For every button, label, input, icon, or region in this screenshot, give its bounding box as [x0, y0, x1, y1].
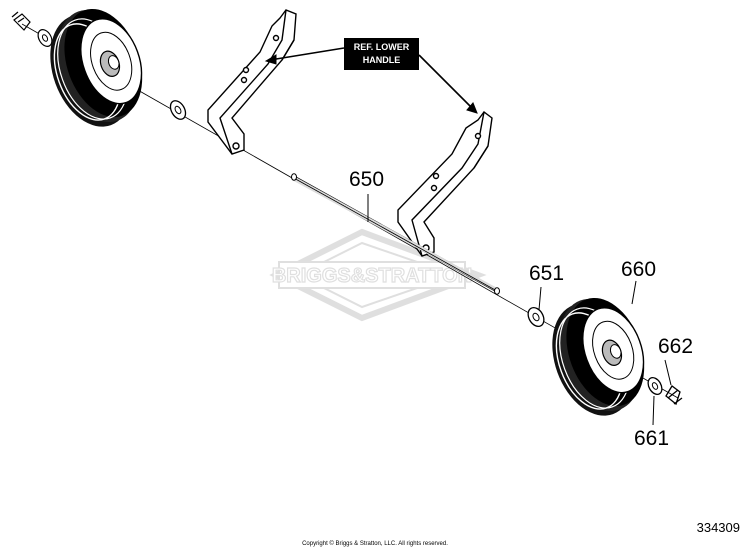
- reference-label-line1: REF. LOWER: [353, 42, 410, 52]
- callout-wheel: 660: [621, 258, 657, 281]
- left-wheel-cap: [11, 11, 31, 31]
- right-wheel-cap: [665, 385, 683, 406]
- callout-cap: 662: [658, 335, 694, 358]
- briggs-stratton-watermark: BRIGGS&STRATTON: [269, 228, 487, 322]
- right-outer-washer: [647, 376, 663, 396]
- right-wheel: [552, 297, 645, 416]
- right-lower-handle: [397, 111, 493, 257]
- reference-label: REF. LOWER HANDLE: [344, 38, 419, 70]
- watermark-text: BRIGGS&STRATTON: [272, 265, 472, 287]
- left-lower-handle: [207, 9, 297, 155]
- left-outer-washer: [37, 29, 53, 47]
- copyright-notice: Copyright © Briggs & Stratton, LLC. All …: [302, 541, 448, 547]
- callout-axle: 650: [349, 168, 385, 191]
- left-wheel: [50, 8, 143, 127]
- right-inner-washer: [527, 307, 545, 327]
- callout-wheel-washer: 661: [634, 427, 670, 450]
- figure-number: 334309: [696, 520, 740, 535]
- callout-washer: 651: [529, 262, 565, 285]
- reference-leaders: [264, 47, 478, 114]
- axle-rod: [291, 173, 500, 295]
- callout-leaders: [367, 194, 672, 426]
- reference-label-line2: HANDLE: [362, 55, 401, 65]
- left-inner-washer: [169, 100, 187, 120]
